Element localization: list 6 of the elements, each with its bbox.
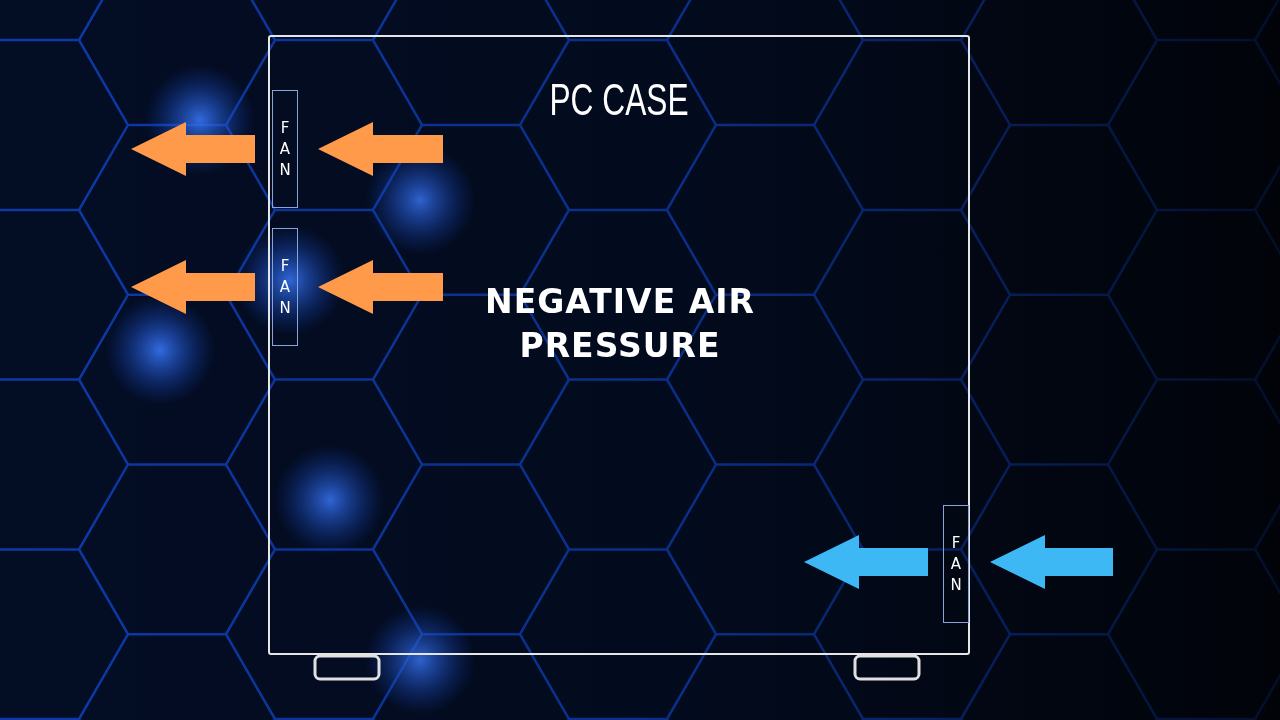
fan: FAN — [272, 228, 298, 346]
pc-case-outline — [268, 35, 970, 655]
pressure-label: NEGATIVE AIR PRESSURE — [484, 281, 756, 367]
case-heading: PC CASE — [548, 75, 690, 125]
fan: FAN — [272, 90, 298, 208]
fan: FAN — [943, 505, 969, 623]
